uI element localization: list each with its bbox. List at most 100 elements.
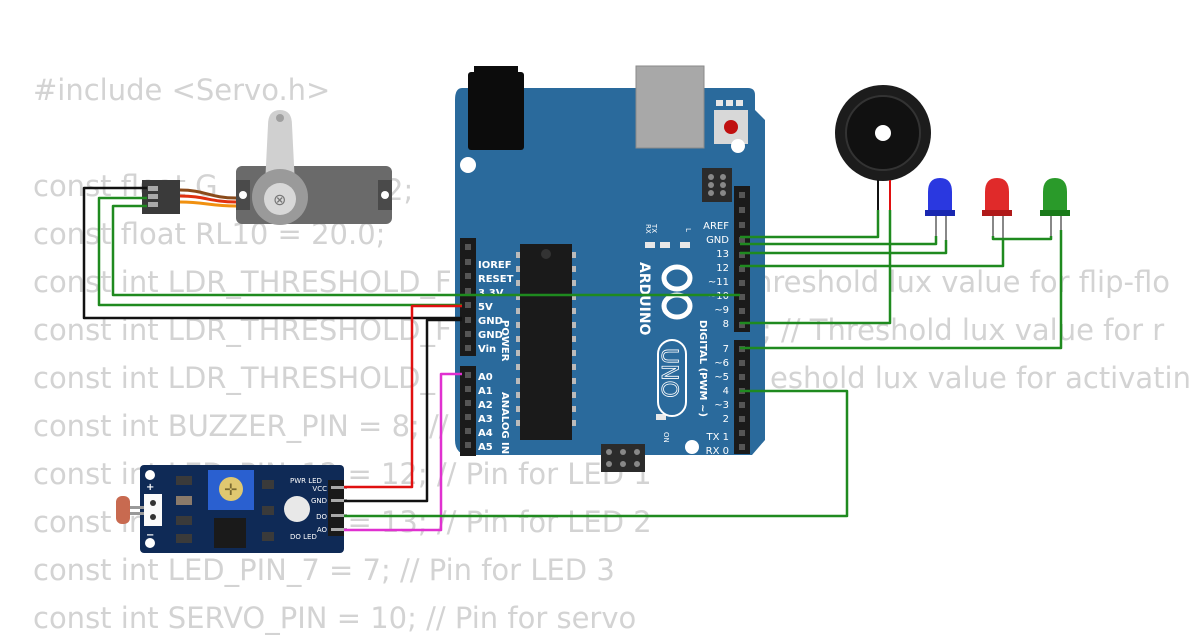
arduino-uno-board[interactable]: TX RX L ON ARDUINO UNO DIGITAL (PWM ~) P… [455,65,765,472]
wires[interactable] [82,186,1063,532]
power-jack [468,72,524,150]
servo-horn-hole [276,114,284,122]
pwr-led-label: PWR LED [290,477,322,485]
wire-led-gnd-chain[interactable] [991,236,1053,241]
servo-pin [148,202,158,207]
servo-wire-red [179,194,237,204]
pin-label-gnd: GND [706,235,729,246]
pin-label-reset: RESET [478,274,514,285]
on-label: ON [662,432,670,443]
pin-label-a1: A1 [478,386,493,397]
tx-label: TX [650,223,658,233]
pin-label-aref: AREF [703,221,729,232]
power-header[interactable] [460,238,476,356]
servo-wire-orange [179,200,237,208]
ldr-sensor-module[interactable]: + − ✛ PWR LED DO LED VCC GND DO AO [116,465,347,553]
led-green[interactable] [1040,178,1070,240]
power-header-label: POWER [499,320,510,362]
pin-label-2: 2 [723,414,729,425]
digital-header-bottom[interactable] [734,340,750,454]
photoresistor-lead [130,512,144,515]
ldr-socket [144,494,162,526]
buzzer-hole [875,125,891,141]
pin-label-4: 4 [723,386,729,397]
ldr-pin-header[interactable] [328,480,344,536]
servo-motor[interactable]: ⊗ [142,110,392,225]
wire-led-green-7[interactable] [740,230,1063,350]
usb-port [635,65,705,149]
code-line: #include <Servo.h> [33,73,331,107]
wire-ldr-vcc[interactable] [344,304,462,489]
wire-ldr-gnd[interactable] [344,318,462,503]
mounting-hole [685,440,699,454]
pin-label-tx: TX 1 [706,432,730,443]
rx-led [660,242,670,248]
code-line: const int SERVO_PIN = 10; // Pin for ser… [33,601,637,635]
wire-buzzer-gnd[interactable] [740,210,880,239]
pin-label-6: ~6 [714,358,729,369]
icsp-header-top [702,168,732,202]
servo-horn[interactable] [265,110,295,185]
pin-label-ioref: IOREF [478,260,512,271]
l-led [680,242,690,248]
do-led-label: DO LED [290,533,317,541]
wire-servo-gnd[interactable] [82,186,462,320]
microcontroller-chip [516,244,576,440]
code-fragment: ; // Threshold lux value for r [762,313,1164,347]
wire-led-red-12[interactable] [740,240,1005,268]
wire-servo-signal[interactable] [111,204,740,297]
comparator-chip [214,518,246,548]
ldr-header-pins [331,486,347,531]
mounting-hole [145,538,155,548]
mounting-hole [460,157,476,173]
code-line: const int BUZZER_PIN = 8; // [33,409,449,443]
ldr-pin-do: DO [316,513,327,521]
led-blue[interactable] [925,178,955,240]
analog-header[interactable] [460,366,476,456]
servo-shaft [264,183,296,215]
potentiometer-knob[interactable] [219,477,243,501]
piezo-buzzer[interactable] [835,85,931,210]
photoresistor-lead [130,506,144,509]
pin-label-11: ~11 [708,277,729,288]
pin-label-vin: Vin [478,344,496,355]
wire-buzzer-signal[interactable] [740,210,892,325]
wire-servo-5v[interactable] [97,196,462,307]
pin-label-a0: A0 [478,372,493,383]
pin-label-a4: A4 [478,428,493,439]
led-red[interactable] [982,178,1012,240]
smd-part [262,506,274,515]
smd-resistor [176,534,192,543]
photoresistor[interactable] [116,496,130,524]
servo-wire-brown [179,188,237,200]
pin-label-rx: RX 0 [706,446,729,457]
ldr-pin-gnd: GND [311,497,327,505]
digital-header-top[interactable] [734,186,750,332]
pin-label-9: ~9 [714,305,729,316]
pin-label-5: ~5 [714,372,729,383]
pin-label-12: 12 [716,263,729,274]
pin-label-a5: A5 [478,442,493,453]
socket-hole [150,514,156,520]
wire-ldr-ao[interactable] [344,372,462,532]
ldr-pin-vcc: VCC [312,485,327,493]
code-fragment: hreshold lux value for flip-flo [754,265,1170,299]
wire-led-blue-gnd[interactable] [740,236,938,246]
servo-connector[interactable] [142,180,180,214]
ldr-pin-ao: AO [317,526,328,534]
pin-label-10: ~10 [708,291,729,302]
mounting-hole [145,470,155,480]
reset-button-cap[interactable] [724,120,738,134]
servo-screw-hole [239,191,247,199]
rx-label: RX [644,224,652,234]
ldr-minus-label: − [146,530,154,541]
wire-ldr-do[interactable] [344,389,849,518]
code-line: const int LDR_THRESHOLD_F [33,265,452,299]
on-led [656,414,666,420]
analog-header-label: ANALOG IN [499,392,510,454]
servo-screw-hole [381,191,389,199]
socket-hole [150,500,156,506]
wire-led-blue-13[interactable] [740,240,948,255]
icsp-header-bottom [601,444,645,472]
